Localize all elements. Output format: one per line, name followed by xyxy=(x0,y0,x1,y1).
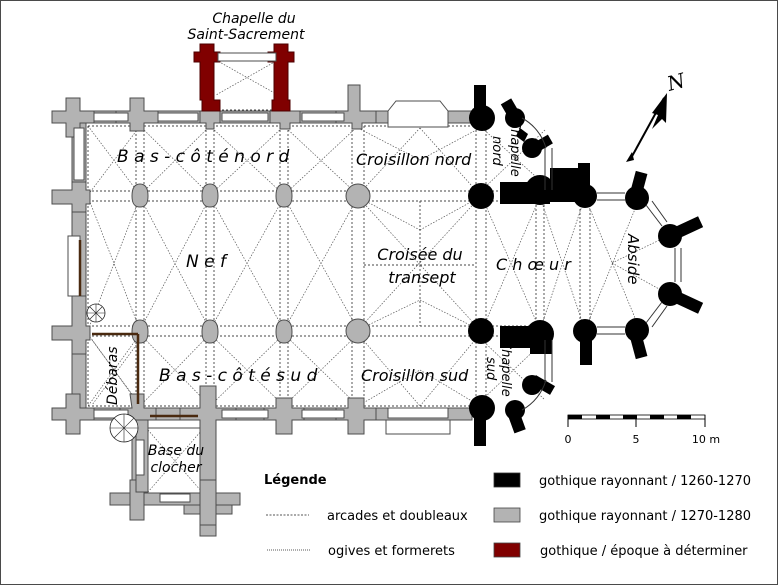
label-debaras: Débaras xyxy=(105,347,121,406)
legend-black-label: gothique rayonnant / 1260-1270 xyxy=(539,474,751,489)
scale-tick-5: 5 xyxy=(633,433,640,446)
legend-title: Légende xyxy=(264,473,327,488)
label-chapelle-nord-2: nord xyxy=(489,136,504,167)
legend-grey-label: gothique rayonnant / 1270-1280 xyxy=(539,509,751,524)
scale-tick-10: 10 m xyxy=(692,433,720,446)
label-croisillon-sud: Croisillon sud xyxy=(361,366,469,385)
label-abside: Abside xyxy=(624,233,642,285)
legend-arcades-label: arcades et doubleaux xyxy=(327,509,468,524)
label-croisillon-nord: Croisillon nord xyxy=(356,150,472,169)
label-bas-cote-nord: B a s - c ô t é n o r d xyxy=(117,147,290,167)
label-choeur: C h œ u r xyxy=(496,255,572,274)
legend-swatch-darkred xyxy=(493,542,521,558)
label-croisee-1: Croisée du xyxy=(377,245,462,264)
label-base-clocher-1: Base du xyxy=(148,443,204,459)
brown-partitions xyxy=(78,240,198,418)
spiral-staircases xyxy=(86,174,575,443)
north-label: N xyxy=(663,68,689,96)
label-chapelle-sud-1: Chapelle xyxy=(498,340,513,397)
legend-ogives-label: ogives et formerets xyxy=(328,544,455,559)
label-bas-cote-sud: B a s - c ô t é s u d xyxy=(159,366,318,386)
label-croisee-2: transept xyxy=(388,268,456,287)
choir-wall-lines xyxy=(521,117,682,411)
label-chapelle-nord-1: Chapelle xyxy=(507,120,522,177)
wall-windows xyxy=(67,100,451,503)
legend-swatch-black xyxy=(493,472,521,488)
label-nef: N e f xyxy=(186,252,229,272)
label-base-clocher-2: clocher xyxy=(150,460,202,476)
scale-bar: 0 5 10 m xyxy=(565,414,720,446)
north-arrow-icon: N xyxy=(626,68,689,162)
title-line-2: Saint-Sacrement xyxy=(188,27,305,43)
walls-black xyxy=(468,85,704,446)
title-line-1: Chapelle du xyxy=(212,11,295,27)
scale-segments xyxy=(568,415,691,419)
legend-darkred-label: gothique / époque à déterminer xyxy=(540,544,748,559)
legend: Légende arcades et doubleaux ogives et f… xyxy=(264,472,751,559)
legend-swatch-grey xyxy=(493,507,521,523)
label-chapelle-sud-2: sud xyxy=(483,357,498,381)
scale-tick-0: 0 xyxy=(565,433,572,446)
chapelle-saint-sacrement-walls xyxy=(193,43,295,112)
vault-ribs xyxy=(87,59,671,493)
